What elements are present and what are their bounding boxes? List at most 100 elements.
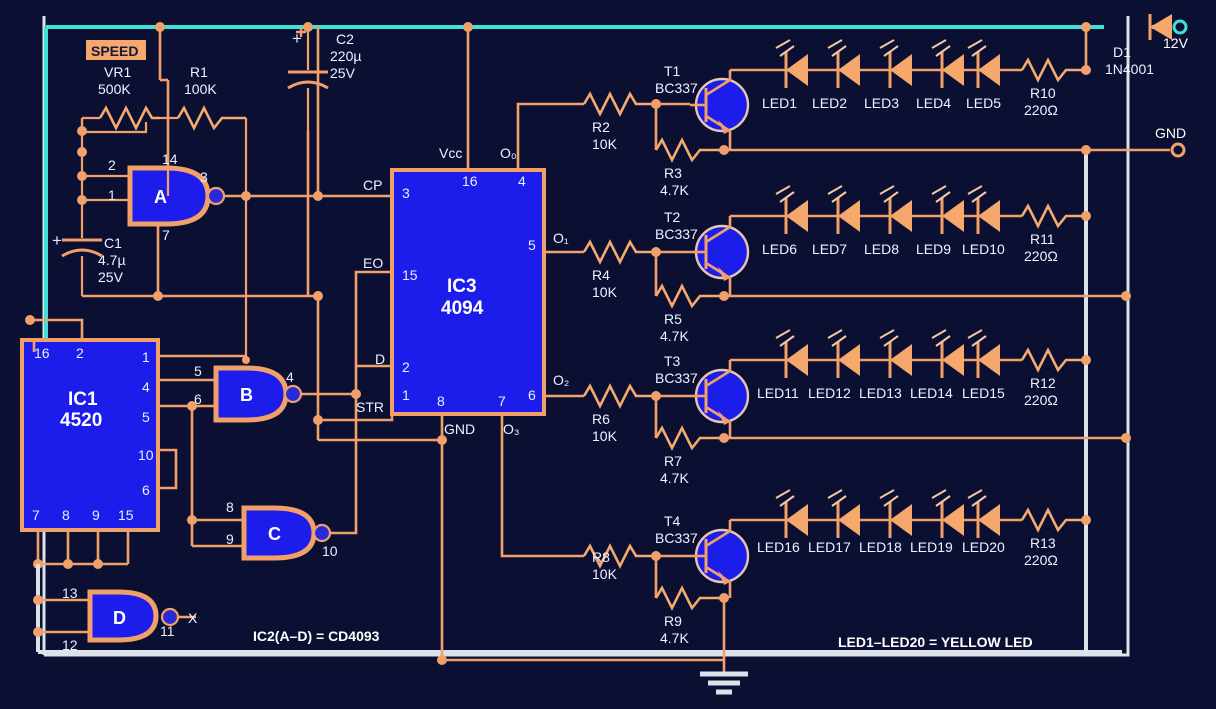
ic3-pin3: 3 — [402, 185, 410, 201]
c2-ref: C2 — [336, 31, 354, 47]
diode-d1 — [1148, 14, 1188, 40]
led11-label: LED11 — [757, 385, 799, 401]
wire-ic1-pin2 — [30, 318, 84, 340]
c1-value: 4.7µ — [98, 252, 126, 268]
ic3-pin6: 6 — [528, 387, 536, 403]
gate-a-pin3: 3 — [200, 169, 208, 185]
r7-ref: R7 — [664, 453, 682, 469]
r10-value: 220Ω — [1024, 102, 1058, 118]
ic3-eo-label: EO — [363, 255, 383, 271]
led-row-4: R8 10K R9 4.7K T4 BC337 R13 220Ω — [582, 507, 1091, 660]
ic3-vcc-label: Vcc — [439, 145, 462, 161]
r9-ref: R9 — [664, 613, 682, 629]
junction — [77, 171, 87, 181]
led-symbols-row-1: LED1 LED2 LED3 LED4 LED5 — [762, 39, 1001, 111]
ic1-pin8: 8 — [62, 507, 70, 523]
ic3-o1-name: O₁ — [553, 230, 569, 246]
gate-b[interactable]: B — [213, 365, 303, 423]
ic1-pin1: 1 — [142, 349, 150, 365]
gate-a-pin14: 14 — [162, 151, 178, 167]
ground-terminal-label: GND — [1155, 125, 1186, 141]
vr1-ref: VR1 — [104, 64, 131, 80]
t2-part: BC337 — [655, 226, 698, 242]
ic3-cp-label: CP — [363, 177, 382, 193]
speed-badge: SPEED — [86, 40, 146, 60]
gate-d-pin11: 11 — [160, 623, 175, 639]
led9-label: LED9 — [916, 241, 951, 257]
ic1-ref: IC1 — [68, 389, 98, 410]
r4-value: 10K — [592, 284, 618, 300]
r12-value: 220Ω — [1024, 392, 1058, 408]
r6-value: 10K — [592, 428, 618, 444]
ic1-part: 4520 — [60, 410, 102, 431]
ic1-pin10: 10 — [138, 447, 154, 463]
earth-ground-symbol — [700, 660, 748, 695]
gate-b-pin6: 6 — [194, 391, 202, 407]
gate-d[interactable]: D — [87, 589, 180, 643]
r1-ref: R1 — [190, 64, 208, 80]
junction — [463, 22, 473, 32]
r5-ref: R5 — [664, 311, 682, 327]
led-row-1: R2 10K R3 4.7K T1 BC337 R10 220Ω — [582, 22, 1091, 198]
r3-value: 4.7K — [660, 182, 689, 198]
junction — [33, 595, 43, 605]
led15-label: LED15 — [962, 385, 1005, 401]
led16-label: LED16 — [757, 539, 800, 555]
ic1-pin5: 5 — [142, 409, 150, 425]
junction — [25, 315, 35, 325]
r13-ref: R13 — [1030, 535, 1056, 551]
led6-label: LED6 — [762, 241, 797, 257]
wire-ic3-o0 — [516, 102, 584, 170]
ic3-4094[interactable]: IC3 4094 — [390, 168, 546, 416]
ic3-ref: IC3 — [447, 276, 477, 297]
ic3-o3-label: O₃ — [503, 421, 520, 437]
junction — [153, 291, 163, 301]
ic3-o0-label: O₀ — [500, 145, 517, 161]
gate-c-label: C — [268, 524, 281, 544]
ic3-pin1: 1 — [402, 387, 410, 403]
led4-label: LED4 — [916, 95, 951, 111]
led5-label: LED5 — [966, 95, 1001, 111]
wire-ic3-str — [318, 414, 394, 422]
r3-ref: R3 — [664, 165, 682, 181]
led8-label: LED8 — [864, 241, 899, 257]
gate-a-pin7: 7 — [162, 227, 170, 243]
c2-value: 220µ — [330, 48, 361, 64]
led1-label: LED1 — [762, 95, 797, 111]
led13-label: LED13 — [859, 385, 902, 401]
led3-label: LED3 — [864, 95, 899, 111]
r12-ref: R12 — [1030, 375, 1056, 391]
r2-value: 10K — [592, 136, 618, 152]
wire-ic3-o3 — [500, 414, 584, 558]
gate-c-pin10: 10 — [322, 543, 338, 559]
gate-d-pin13: 13 — [62, 585, 78, 601]
junction — [437, 435, 447, 445]
ic1-pin15: 15 — [118, 507, 134, 523]
ic1-4520[interactable]: IC1 4520 — [20, 338, 160, 532]
ic1-pin7: 7 — [32, 507, 40, 523]
r4-ref: R4 — [592, 267, 610, 283]
ic3-part: 4094 — [441, 298, 484, 319]
led-symbols-row-2: LED6 LED7 LED8 LED9 LED10 — [762, 185, 1005, 257]
led-note: LED1–LED20 = YELLOW LED — [838, 634, 1033, 650]
ic1-pin4: 4 — [142, 379, 150, 395]
r8-ref: R8 — [592, 549, 610, 565]
junction — [77, 147, 87, 157]
led-row-3: R6 10K R7 4.7K T3 BC337 R12 220Ω — [582, 347, 1126, 486]
gate-c[interactable]: C — [241, 505, 332, 561]
c2-plus-sign: + — [292, 29, 302, 48]
r7-value: 4.7K — [660, 470, 689, 486]
t1-part: BC337 — [655, 80, 698, 96]
r10-ref: R10 — [1030, 85, 1056, 101]
ic3-str-label: STR — [356, 399, 384, 415]
gate-d-pin12: 12 — [62, 637, 78, 653]
t1-ref: T1 — [664, 63, 681, 79]
junction — [77, 195, 87, 205]
c1-plus-sign: + — [52, 231, 62, 250]
wire-ic1-pin10-pin6 — [158, 448, 178, 490]
c2-rating: 25V — [330, 65, 356, 81]
net-x-label: X — [188, 610, 198, 626]
junction — [242, 356, 250, 364]
led7-label: LED7 — [812, 241, 847, 257]
gate-a-pin2: 2 — [108, 157, 116, 173]
